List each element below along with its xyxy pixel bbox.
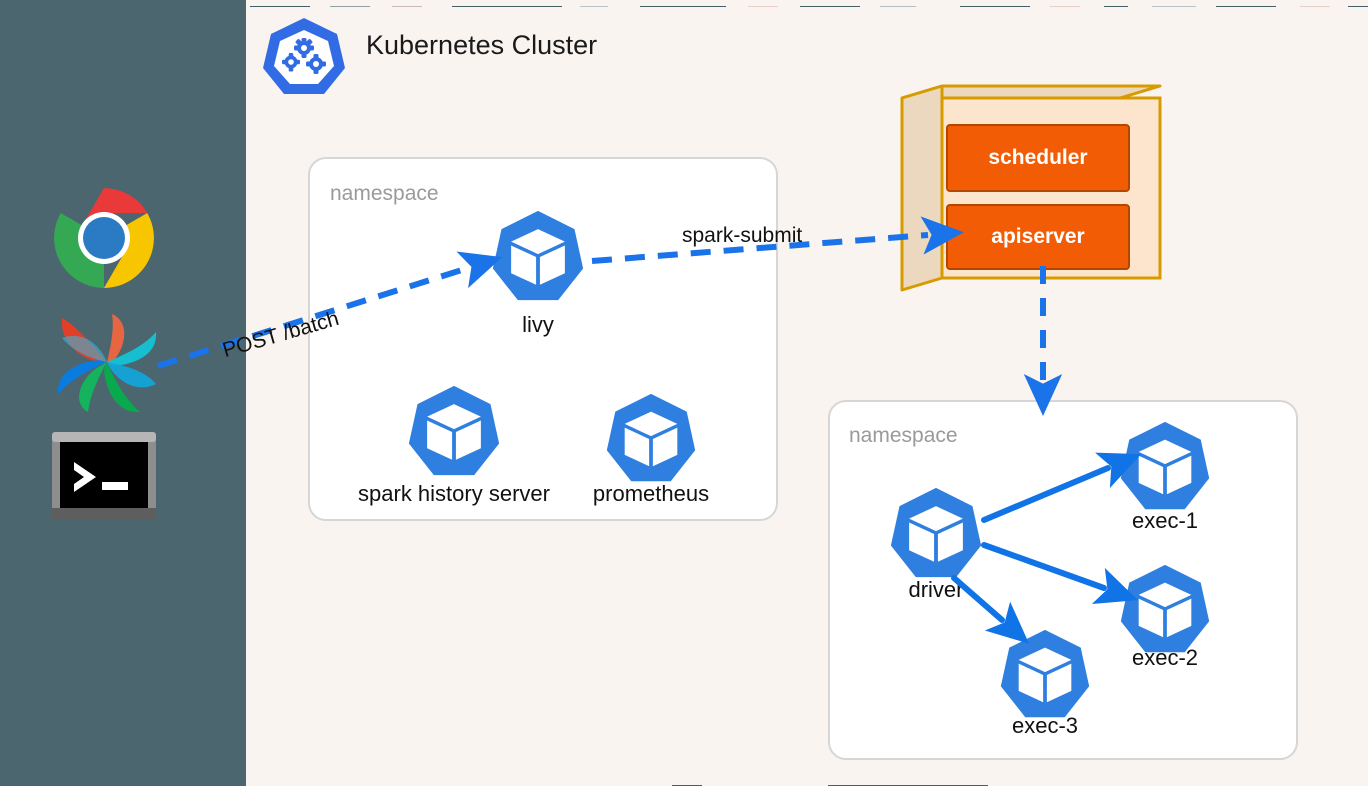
kubernetes-icon — [262, 14, 346, 98]
pod-label-livy: livy — [522, 312, 554, 337]
pod-driver[interactable] — [888, 485, 984, 581]
pod-label-exec-1: exec-1 — [1131, 508, 1199, 533]
control-plane-apiserver[interactable]: apiserver — [946, 204, 1130, 270]
window-edge-top — [0, 0, 1368, 7]
pod-spark-history-server[interactable] — [406, 383, 502, 479]
namespace-label-right: namespace — [849, 424, 958, 447]
chrome-icon[interactable] — [52, 186, 156, 290]
pod-label-exec-2: exec-2 — [1131, 645, 1199, 670]
control-plane-scheduler[interactable]: scheduler — [946, 124, 1130, 192]
pod-livy[interactable] — [490, 208, 586, 304]
pod-label-spark-history-server: spark history server — [358, 481, 550, 506]
connector-label-spark-submit: spark-submit — [682, 224, 803, 247]
airflow-icon[interactable] — [52, 310, 162, 420]
pod-label-prometheus: prometheus — [592, 481, 710, 506]
pod-label-exec-3: exec-3 — [1011, 713, 1079, 738]
window-edge-bottom — [0, 777, 1368, 786]
pod-prometheus[interactable] — [604, 391, 698, 485]
pod-label-driver: driver — [908, 577, 964, 602]
pod-exec-2[interactable] — [1118, 562, 1212, 656]
cluster-title: Kubernetes Cluster — [366, 30, 598, 60]
pod-exec-1[interactable] — [1118, 419, 1212, 513]
terminal-icon[interactable] — [50, 430, 158, 522]
pod-exec-3[interactable] — [998, 627, 1092, 721]
namespace-label-left: namespace — [330, 182, 439, 205]
